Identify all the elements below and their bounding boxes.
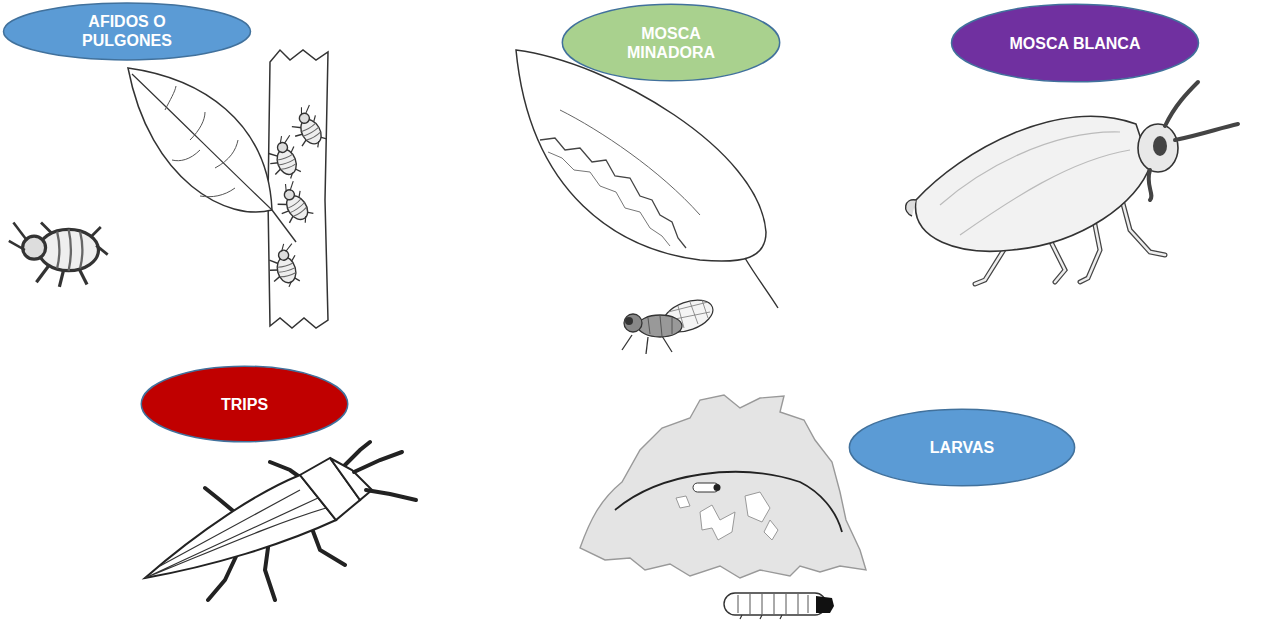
label-holder: MOSCA BLANCA — [950, 3, 1200, 83]
ellipse-outline — [561, 3, 781, 82]
label-ellipse: MOSCA MINADORA — [561, 3, 781, 82]
pest-label: MOSCA MINADORA — [616, 24, 726, 62]
ellipse-shape — [562, 4, 779, 81]
ellipse-shape — [4, 3, 251, 60]
label-holder: AFIDOS O PULGONES — [2, 2, 252, 61]
label-holder: TRIPS — [140, 365, 349, 443]
thrips-illustration — [145, 442, 416, 600]
ellipse-shape — [849, 409, 1074, 486]
caterpillar-illustration — [580, 395, 866, 619]
ellipse-shape — [141, 366, 347, 442]
label-ellipse: MOSCA BLANCA — [950, 3, 1200, 83]
label-ellipse: LARVAS — [848, 408, 1076, 487]
leafminer-illustration — [516, 50, 778, 354]
pest-label: LARVAS — [930, 438, 994, 457]
aphid-illustration — [9, 50, 330, 328]
ellipse-shape — [952, 4, 1199, 82]
label-ellipse: AFIDOS O PULGONES — [2, 2, 252, 61]
label-holder: MOSCA MINADORA — [561, 3, 781, 82]
pest-label: MOSCA BLANCA — [1010, 34, 1141, 53]
ellipse-outline — [2, 2, 252, 61]
pest-label: TRIPS — [221, 395, 268, 414]
pest-label: AFIDOS O PULGONES — [68, 12, 186, 50]
whitefly-illustration — [906, 82, 1238, 284]
label-ellipse: TRIPS — [140, 365, 349, 443]
label-holder: LARVAS — [848, 408, 1076, 487]
